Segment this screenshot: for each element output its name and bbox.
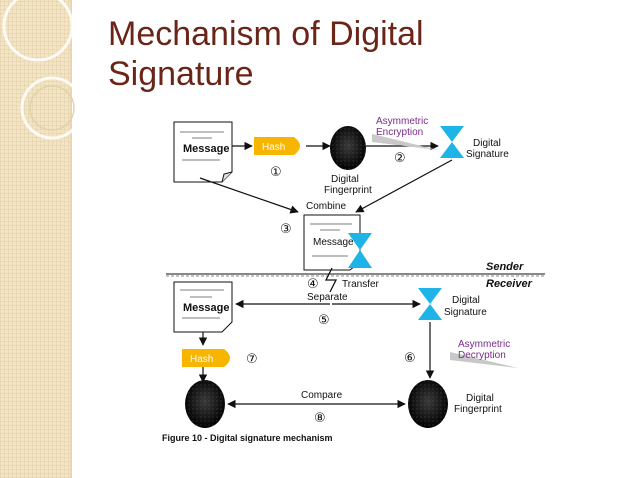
receiver-message-document-icon: [173, 281, 233, 333]
hash-tag-icon: [254, 137, 300, 155]
fingerprint-top-label-2: Fingerprint: [324, 185, 372, 196]
combine-label: Combine: [306, 201, 346, 212]
asymmetric-decryption-line-1: Asymmetric: [458, 339, 510, 350]
fingerprint-left-icon: [185, 380, 225, 428]
signature-bottom-label-1: Digital: [452, 295, 480, 306]
combined-signature-hourglass-icon: [348, 233, 372, 268]
decorative-circles: [2, 0, 84, 140]
asymmetric-decryption-line-2: Decryption: [458, 350, 506, 361]
compare-label: Compare: [301, 390, 343, 401]
slide-title-line-2: Signature: [108, 55, 254, 93]
slide-title-line-1: Mechanism of Digital: [108, 15, 424, 53]
step-4: ④: [307, 277, 319, 292]
receiver-label: Receiver: [486, 278, 533, 290]
signature-top-label-1: Digital: [473, 138, 501, 149]
sidebar-divider: [70, 0, 72, 478]
fingerprint-right-icon: [408, 380, 448, 428]
hash-label-bottom: Hash: [190, 354, 213, 365]
slide-title: Mechanism of Digital Signature: [108, 14, 424, 94]
asymmetric-encryption-line-2: Encryption: [376, 127, 423, 138]
step-8: ⑧: [314, 411, 326, 426]
receiver-signature-hourglass-icon: [418, 288, 442, 320]
decryption-beam: [450, 352, 518, 368]
encryption-beam: [372, 134, 438, 150]
receiver-message-label: Message: [183, 302, 229, 314]
fingerprint-top-label-1: Digital: [331, 174, 359, 185]
signature-top-label-2: Signature: [466, 149, 509, 160]
sender-message-document-icon: [173, 121, 233, 183]
fingerprint-blob-icon: [330, 126, 366, 170]
figure-caption: Figure 10 - Digital signature mechanism: [162, 433, 333, 443]
lightning-icon: [324, 267, 338, 293]
step-1: ①: [270, 165, 282, 180]
fingerprint-bottom-label-2: Fingerprint: [454, 404, 502, 415]
step-2: ②: [394, 151, 406, 166]
sender-label: Sender: [486, 261, 524, 273]
fingerprint-bottom-label-1: Digital: [466, 393, 494, 404]
hash-label-top: Hash: [262, 142, 285, 153]
signature-hourglass-icon: [440, 126, 464, 158]
separate-label: Separate: [307, 292, 348, 303]
step-5: ⑤: [318, 313, 330, 328]
step-7: ⑦: [246, 352, 258, 367]
combined-message-label: Message: [313, 237, 354, 248]
transfer-label: Transfer: [342, 279, 380, 290]
signature-bottom-label-2: Signature: [444, 307, 487, 318]
asymmetric-encryption-line-1: Asymmetric: [376, 116, 428, 127]
step-3: ③: [280, 222, 292, 237]
sender-message-label: Message: [183, 143, 229, 155]
hash-tag-bottom-icon: [182, 349, 230, 367]
step-6: ⑥: [404, 351, 416, 366]
